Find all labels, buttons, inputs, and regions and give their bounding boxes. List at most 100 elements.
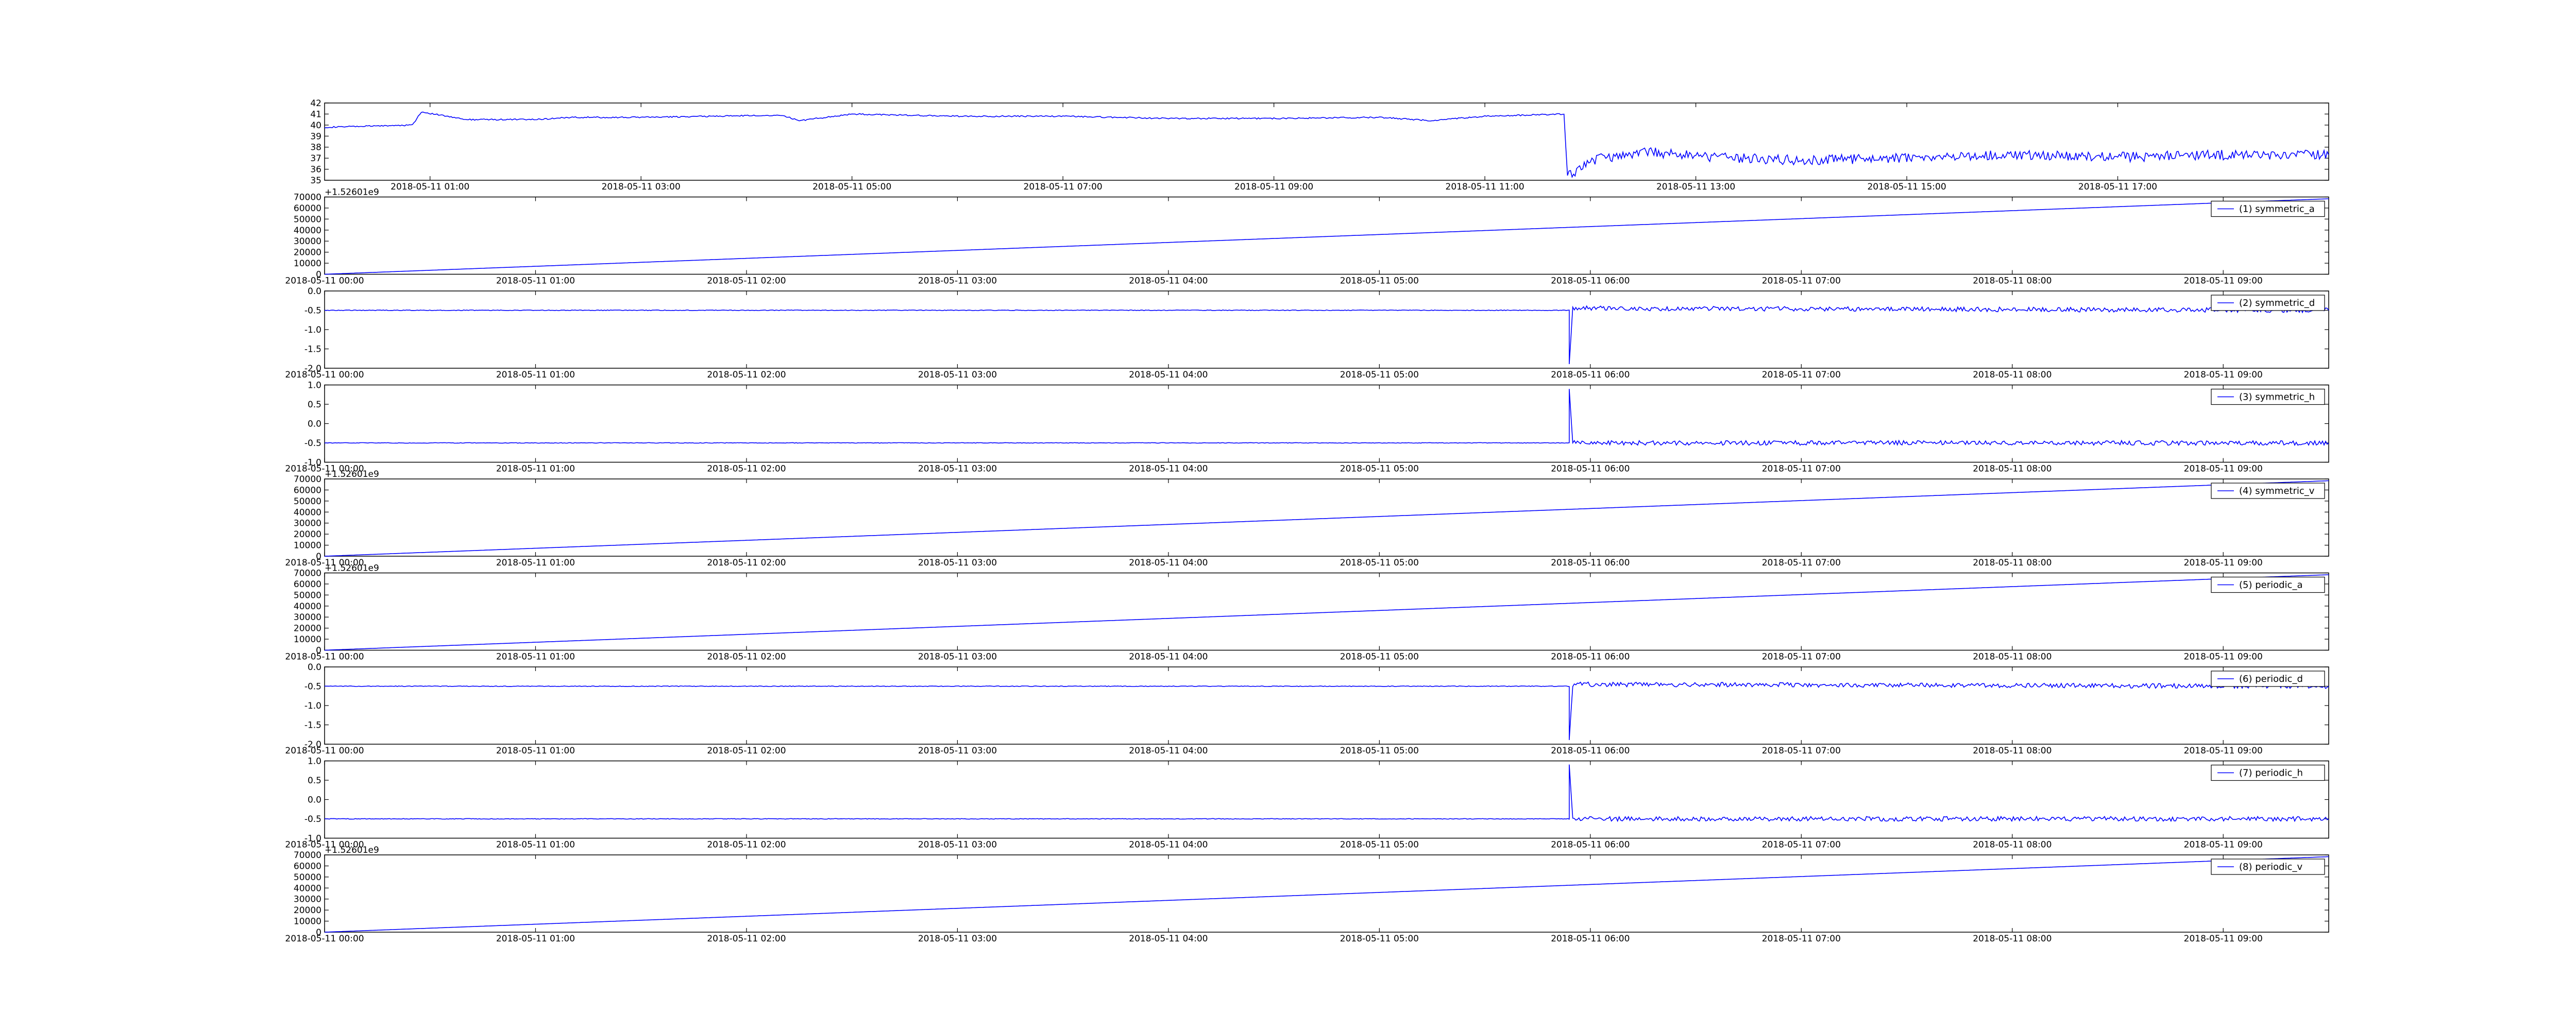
panel-s3-xtick-label: 2018-05-11 01:00 <box>496 464 575 474</box>
panel-s6-series-line <box>324 681 2329 741</box>
panel-s8-xtick-label: 2018-05-11 01:00 <box>496 934 575 944</box>
panel-s6-legend-label: (6) periodic_d <box>2239 674 2303 684</box>
panel-s4-ytick-label: 40000 <box>294 507 321 518</box>
panel-s8-ytick-label: 60000 <box>294 861 321 871</box>
panel-s7-xtick-label: 2018-05-11 05:00 <box>1340 840 1419 850</box>
panel-s6-ytick-label: -1.5 <box>304 720 321 731</box>
panel-s4-ytick-label: 10000 <box>294 541 321 551</box>
panel-s6-xtick-label: 2018-05-11 00:00 <box>285 746 364 756</box>
panel-s3-xtick-label: 2018-05-11 02:00 <box>707 464 786 474</box>
panel-s4-ytick-label: 70000 <box>294 474 321 485</box>
panel-s6-xtick-label: 2018-05-11 03:00 <box>918 746 997 756</box>
panel-s5-xtick-label: 2018-05-11 06:00 <box>1551 652 1630 662</box>
panel-s5-xtick-label: 2018-05-11 08:00 <box>1973 652 2052 662</box>
panel-top-xtick-label: 2018-05-11 01:00 <box>391 182 469 192</box>
panel-s6-ytick-label: -1.0 <box>304 701 321 711</box>
panel-s5-frame <box>324 572 2329 651</box>
panel-s4-xtick-label: 2018-05-11 05:00 <box>1340 558 1419 568</box>
panel-s6-xtick-label: 2018-05-11 06:00 <box>1551 746 1630 756</box>
panel-s8-xtick-label: 2018-05-11 05:00 <box>1340 934 1419 944</box>
panel-s5-series-line <box>324 574 2329 651</box>
panel-s2-xtick-label: 2018-05-11 09:00 <box>2184 370 2263 380</box>
panel-s1-legend-label: (1) symmetric_a <box>2239 204 2315 215</box>
panel-s8-series-line <box>324 856 2329 933</box>
panel-top-xtick-label: 2018-05-11 17:00 <box>2078 182 2157 192</box>
panel-s2-legend-label: (2) symmetric_d <box>2239 298 2315 308</box>
panel-s2-ytick-label: -1.5 <box>304 345 321 355</box>
panel-s5-ytick-label: 40000 <box>294 602 321 612</box>
panel-s8-ytick-label: 50000 <box>294 872 321 883</box>
panel-top-ytick-label: 36 <box>310 165 321 175</box>
panel-s2-ytick-label: 0.0 <box>308 286 321 297</box>
panel-s7-xtick-label: 2018-05-11 08:00 <box>1973 840 2052 850</box>
panel-s3-ytick-label: 0.0 <box>308 419 321 430</box>
panel-s3-series-line <box>324 389 2329 447</box>
panel-s2-ytick-label: -0.5 <box>304 306 321 316</box>
panel-s7-ytick-label: -0.5 <box>304 814 321 825</box>
panel-s1-ytick-label: 60000 <box>294 203 321 214</box>
panel-s5-ytick-label: 50000 <box>294 590 321 600</box>
panel-s4-frame <box>324 478 2329 557</box>
panel-s1-frame <box>324 196 2329 275</box>
panel-s3-ytick-label: 0.5 <box>308 400 321 410</box>
panel-s6-xtick-label: 2018-05-11 02:00 <box>707 746 786 756</box>
panel-s7-xtick-label: 2018-05-11 07:00 <box>1762 840 1841 850</box>
panel-s8-ytick-label: 20000 <box>294 905 321 916</box>
panel-s5-xtick-label: 2018-05-11 04:00 <box>1129 652 1208 662</box>
panel-s4-xtick-label: 2018-05-11 07:00 <box>1762 558 1841 568</box>
panel-s1-xtick-label: 2018-05-11 00:00 <box>285 276 364 286</box>
panel-s3-xtick-label: 2018-05-11 08:00 <box>1973 464 2052 474</box>
panel-s4-xtick-label: 2018-05-11 09:00 <box>2184 558 2263 568</box>
panel-s4-xtick-label: 2018-05-11 06:00 <box>1551 558 1630 568</box>
panel-s7-xtick-label: 2018-05-11 01:00 <box>496 840 575 850</box>
panel-s8-xtick-label: 2018-05-11 07:00 <box>1762 934 1841 944</box>
panel-s1-offset-label: +1.52601e9 <box>325 187 379 198</box>
panel-s2-series-line <box>324 305 2329 365</box>
panel-s7-xtick-label: 2018-05-11 00:00 <box>285 840 364 850</box>
panel-s3-ytick-label: -0.5 <box>304 438 321 449</box>
panel-s6-xtick-label: 2018-05-11 05:00 <box>1340 746 1419 756</box>
panel-s8-frame <box>324 854 2329 933</box>
panel-top-ytick-label: 35 <box>310 176 321 186</box>
panel-s4-ytick-label: 30000 <box>294 519 321 529</box>
panel-s8-xtick-label: 2018-05-11 08:00 <box>1973 934 2052 944</box>
panel-s8-xtick-label: 2018-05-11 06:00 <box>1551 934 1630 944</box>
panel-s5-xtick-label: 2018-05-11 02:00 <box>707 652 786 662</box>
panel-s5-xtick-label: 2018-05-11 03:00 <box>918 652 997 662</box>
panel-s3-legend-label: (3) symmetric_h <box>2239 392 2315 403</box>
panel-s3-xtick-label: 2018-05-11 04:00 <box>1129 464 1208 474</box>
panel-s8-ytick-label: 40000 <box>294 883 321 894</box>
panel-s1-ytick-label: 20000 <box>294 248 321 258</box>
panel-s4-offset-label: +1.52601e9 <box>325 469 379 479</box>
panel-top-ytick-label: 42 <box>310 98 321 109</box>
panel-s7-series-line <box>324 764 2329 822</box>
panel-s6-xtick-label: 2018-05-11 07:00 <box>1762 746 1841 756</box>
panel-s1-ytick-label: 50000 <box>294 214 321 225</box>
panel-s2-xtick-label: 2018-05-11 07:00 <box>1762 370 1841 380</box>
panel-s5-xtick-label: 2018-05-11 00:00 <box>285 652 364 662</box>
panel-top-xtick-label: 2018-05-11 11:00 <box>1446 182 1524 192</box>
panel-s2-ytick-label: -2.0 <box>304 364 321 374</box>
panel-s1-xtick-label: 2018-05-11 04:00 <box>1129 276 1208 286</box>
panel-s3-xtick-label: 2018-05-11 07:00 <box>1762 464 1841 474</box>
panel-s5-xtick-label: 2018-05-11 09:00 <box>2184 652 2263 662</box>
panel-s2-xtick-label: 2018-05-11 05:00 <box>1340 370 1419 380</box>
panel-s6-ytick-label: -0.5 <box>304 682 321 692</box>
panel-s2-xtick-label: 2018-05-11 01:00 <box>496 370 575 380</box>
panel-s4-xtick-label: 2018-05-11 08:00 <box>1973 558 2052 568</box>
panel-s1-series-line <box>324 198 2329 275</box>
panel-s2-xtick-label: 2018-05-11 02:00 <box>707 370 786 380</box>
panel-s1-xtick-label: 2018-05-11 07:00 <box>1762 276 1841 286</box>
panel-s5-xtick-label: 2018-05-11 07:00 <box>1762 652 1841 662</box>
panel-top-ytick-label: 38 <box>310 143 321 153</box>
panel-s3-xtick-label: 2018-05-11 03:00 <box>918 464 997 474</box>
panel-top-frame <box>324 102 2329 181</box>
panel-s6-xtick-label: 2018-05-11 04:00 <box>1129 746 1208 756</box>
panel-s7-xtick-label: 2018-05-11 03:00 <box>918 840 997 850</box>
panel-s1-xtick-label: 2018-05-11 01:00 <box>496 276 575 286</box>
panel-s1-xtick-label: 2018-05-11 06:00 <box>1551 276 1630 286</box>
panel-s7-xtick-label: 2018-05-11 02:00 <box>707 840 786 850</box>
panel-s5-xtick-label: 2018-05-11 01:00 <box>496 652 575 662</box>
panel-s3-xtick-label: 2018-05-11 00:00 <box>285 464 364 474</box>
